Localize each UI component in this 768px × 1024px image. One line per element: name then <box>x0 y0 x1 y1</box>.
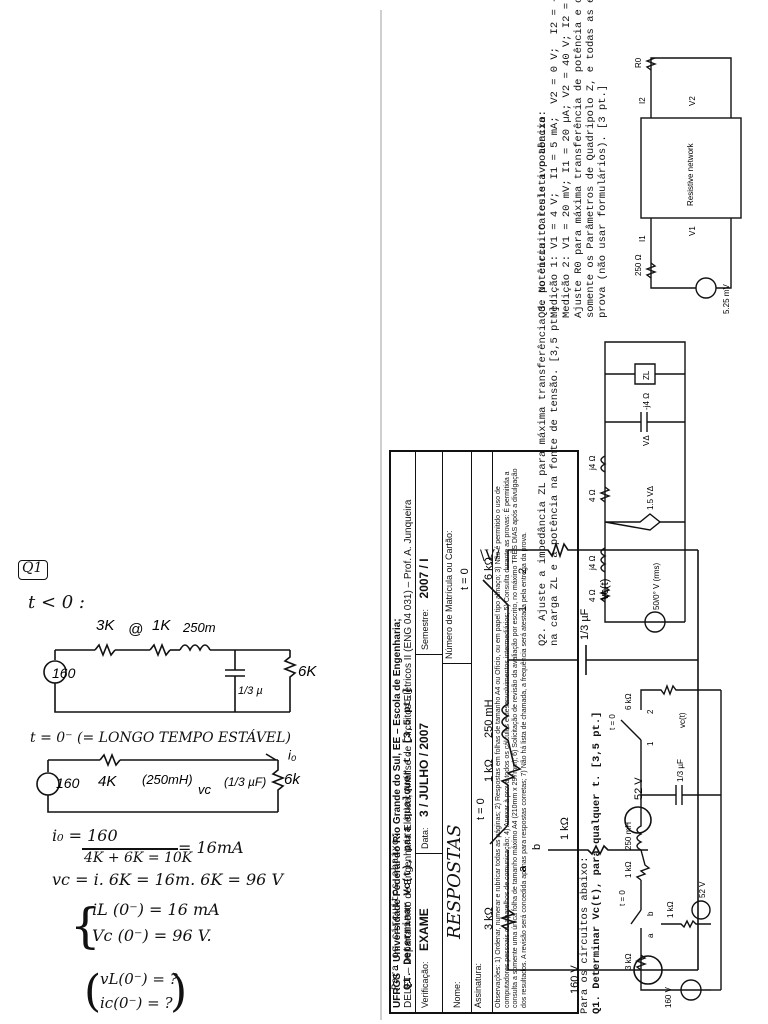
q3-circuit: 5.25 mV 250 Ω Resistive network R0 V1 V2… <box>634 57 742 314</box>
q1-circuit: 160 V 52 V 3 kΩ 1 kΩ 1 kΩ 250 mH 1/3 µF … <box>608 684 722 1008</box>
q1-a: a <box>646 933 655 938</box>
eq-current-den: 4K + 6K = 10K <box>84 850 193 866</box>
c1-l-label: 250m <box>182 620 216 635</box>
q1-r1: 3 kΩ <box>624 953 633 970</box>
c2-r3-label: 6k <box>284 771 301 788</box>
q3-line: prova (não usar formulários). [3 pt.] <box>597 84 609 318</box>
question-label-box <box>18 560 48 580</box>
copy-vc: vc(t) <box>599 579 611 600</box>
copy-b: b <box>531 844 543 850</box>
copy-r3: 1 kΩ <box>483 759 495 782</box>
question-ic: ic(0⁻) = ? <box>100 994 173 1012</box>
c1-c-label: 1/3 µ <box>238 685 263 697</box>
c2-src-label: 160 <box>56 775 80 791</box>
c2-c-label: (1/3 µF) <box>224 775 266 789</box>
copy-r2: 1 kΩ <box>559 817 571 840</box>
q2-dep: 1.5 VΔ <box>646 485 655 510</box>
q1-sw1: t = 0 <box>618 890 627 906</box>
c1-r3-label: 6K <box>298 663 317 680</box>
c1-node-label: @ <box>128 621 143 638</box>
q2-vd: VΔ <box>642 435 651 446</box>
q2-j1: j4 Ω <box>588 556 597 571</box>
c2-vc-label: vc <box>198 782 212 797</box>
copy-intro-text: Para os circuitos abaixo: <box>390 832 402 990</box>
t0-heading: t = 0⁻ (= LONGO TEMPO ESTÁVEL) <box>30 730 291 746</box>
paren-left: ( <box>84 966 102 1017</box>
q3-i2: I2 <box>638 97 647 104</box>
copy-n2: 2 <box>517 568 529 574</box>
q3-line: Q3. No circuito resistivo abaixo: <box>537 110 549 318</box>
copy-n1: 1 <box>517 606 529 612</box>
copy-c: 1/3 µF <box>579 608 591 640</box>
q3-r: 250 Ω <box>634 254 643 276</box>
q3-net: Resistive network <box>686 142 695 206</box>
q1-n2: 2 <box>646 709 655 714</box>
circuit-sketch-t0: 160 4K (250mH) (1/3 µF) vc 6k i₀ <box>36 748 301 813</box>
copy-src1: 160 V <box>569 965 581 994</box>
copy-a: a <box>517 865 529 872</box>
c1-src-label: 160 <box>52 665 76 681</box>
c2-r-label: 4K <box>98 773 117 790</box>
brace: { <box>70 898 101 954</box>
t-negative-heading: t < 0 : <box>28 592 85 613</box>
q1-r2: 1 kΩ <box>666 901 675 918</box>
q1-src2: 52 V <box>698 881 707 898</box>
q1-r3: 1 kΩ <box>624 861 633 878</box>
eq-voltage: vc = i. 6K = 16m. 6K = 96 V <box>52 870 283 889</box>
copy-sw1: t = 0 <box>475 798 487 820</box>
c1-r2-label: 1K <box>152 617 171 634</box>
q3-src: 5.25 mV <box>722 284 731 314</box>
exam-copy-q1-rotated: Para os circuitos abaixo: Q1. Determinar… <box>388 520 760 1020</box>
initial-voltage: Vc (0⁻) = 96 V. <box>92 926 212 945</box>
question-label: Q1 <box>22 560 43 576</box>
q2-src: 50/0° V (rms) <box>652 562 661 610</box>
q3-line: Medição 2: V1 = 20 mV; I1 = 20 µA; V2 = … <box>561 0 573 318</box>
c2-l-label: (250mH) <box>142 772 193 787</box>
q1-b: b <box>646 911 655 916</box>
q2-r1: 4 Ω <box>588 589 597 602</box>
q1-sw2: t = 0 <box>608 714 617 730</box>
q1-vc: vc(t) <box>678 712 687 728</box>
q2-circuit: 50/0° V (rms) 4 Ω j4 Ω 1.5 VΔ 4 Ω j4 Ω V… <box>588 341 686 633</box>
eq-current-result: = 16mA <box>178 838 244 857</box>
exam-sheet-rotated: UFRGS – Universidade Federal do Rio Gran… <box>387 0 759 1018</box>
q3-v1: V1 <box>688 226 697 236</box>
q2-r2: 4 Ω <box>588 489 597 502</box>
q1-r4: 6 kΩ <box>624 693 633 710</box>
copy-l: 250 mH <box>483 699 495 738</box>
q1-c: 1/3 µF <box>676 759 685 782</box>
paren-right: ) <box>170 966 188 1017</box>
q3-i1: I1 <box>638 235 647 242</box>
question-vl: vL(0⁻) = ? <box>100 970 178 988</box>
page-fold <box>380 10 382 1020</box>
q1-src1: 160 V <box>664 986 673 1008</box>
separator-mark: \V/ <box>480 548 500 564</box>
q2-cj: -j4 Ω <box>642 393 651 410</box>
copy-r1: 3 kΩ <box>483 907 495 930</box>
initial-current: iL (0⁻) = 16 mA <box>92 900 220 919</box>
q3-r0: R0 <box>634 57 643 68</box>
q2-zl: ZL <box>642 370 651 380</box>
copy-r4: 6 kΩ <box>483 557 495 580</box>
c1-r1-label: 3K <box>96 617 115 634</box>
q2-j2: j4 Ω <box>588 456 597 471</box>
q1-n1: 1 <box>646 741 655 746</box>
circuit-sketch-t-neg: 3K @ 1K 250m 160 1/3 µ 6K <box>43 617 317 713</box>
q1-l: 250 mH <box>624 822 633 850</box>
c2-io-label: i₀ <box>288 748 297 763</box>
copy-sw2: t = 0 <box>459 568 471 590</box>
q3-line: somente os Parâmetros de Quadripolo Z, e… <box>585 0 597 318</box>
copy-q1-circuit: 160 V 52 V 3 kΩ 1 kΩ 1 kΩ 250 mH 1/3 µF … <box>459 541 699 994</box>
q3-line: Ajuste R0 para máxima transferência de p… <box>573 0 585 318</box>
copy-q1-text: Q1. Determinar Vc(t), para qualquer t. [… <box>402 687 414 990</box>
q3-v2: V2 <box>688 96 697 106</box>
copy-src2: 52 V <box>633 777 645 800</box>
eq-fraction-bar <box>82 848 178 850</box>
q3-line: Medição 1: V1 = 4 V; I1 = 5 mA; V2 = 0 V… <box>549 0 561 318</box>
eq-current-num: i₀ = 160 <box>52 826 118 845</box>
